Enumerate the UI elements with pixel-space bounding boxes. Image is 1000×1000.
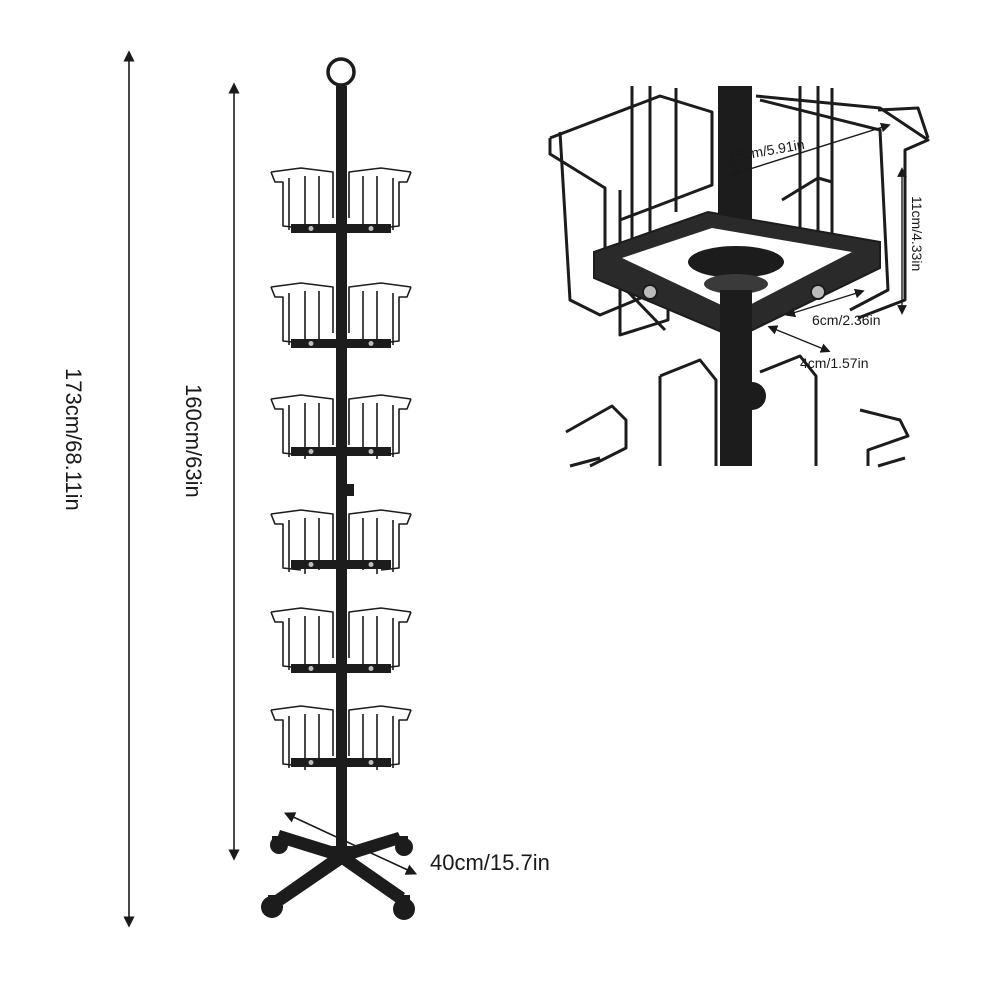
- basket-wire: [380, 171, 412, 229]
- basket-tier: [270, 282, 412, 348]
- basket-wire: [270, 398, 302, 456]
- basket-tier: [270, 509, 412, 574]
- basket-wire: [288, 291, 320, 347]
- basket-height-label: 11cm/4.33in: [909, 196, 925, 271]
- basket-tier: [270, 167, 412, 233]
- basket-tier: [270, 607, 412, 673]
- detail-pole-lower: [720, 290, 752, 466]
- basket-wire: [362, 291, 394, 347]
- base-hub: [330, 846, 352, 860]
- detail-lower-left-back: [658, 358, 718, 466]
- detail-basket-left-back: [549, 94, 714, 222]
- basket-wire: [348, 394, 412, 445]
- caster-front-right: [393, 895, 415, 920]
- basket-depth-label: 6cm/2.36in: [812, 312, 880, 328]
- tray-screw: [368, 226, 374, 231]
- tray-screw: [308, 341, 314, 346]
- tray-screw: [368, 562, 374, 567]
- pole-height-dimension: 160cm/63in: [181, 82, 240, 861]
- basket-wire: [270, 286, 302, 344]
- basket-wire: [348, 705, 412, 756]
- tray-screw: [308, 562, 314, 567]
- basket-front-label: 4cm/1.57in: [800, 355, 868, 371]
- base-width-arrow: [283, 812, 418, 875]
- tray-screw: [368, 760, 374, 765]
- basket-tray-plate: [291, 758, 391, 767]
- basket-wire: [288, 176, 320, 232]
- detail-bearing: [688, 246, 784, 278]
- detail-screw-right: [810, 284, 826, 300]
- basket-wire: [348, 167, 412, 218]
- basket-tier: [270, 394, 412, 459]
- detail-bearing-ring: [704, 274, 768, 294]
- basket-wire: [380, 611, 412, 669]
- basket-wire: [362, 616, 394, 672]
- detail-basket-right-corner: [877, 106, 930, 139]
- detail-tightening-knob: [738, 382, 766, 410]
- basket-tiers: [270, 167, 412, 770]
- basket-wire: [380, 398, 412, 456]
- basket-wire: [380, 286, 412, 344]
- total-height-dimension: 173cm/68.11in: [61, 50, 135, 928]
- basket-wire: [270, 607, 334, 658]
- tray-screw: [308, 666, 314, 671]
- tray-screw: [308, 760, 314, 765]
- caster-back-left: [270, 836, 288, 854]
- total-height-label: 173cm/68.11in: [61, 368, 86, 511]
- detail-lower-basket: [565, 354, 910, 468]
- basket-tray-plate: [291, 224, 391, 233]
- detail-lower-right-wire: [859, 408, 910, 466]
- basket-tier: [270, 705, 412, 770]
- center-pole: [336, 86, 347, 856]
- pole-height-label: 160cm/63in: [181, 384, 206, 498]
- basket-wire: [348, 509, 412, 560]
- basket-wire: [288, 616, 320, 672]
- display-stand: [261, 57, 415, 920]
- tray-screw: [368, 666, 374, 671]
- detail-lower-left-wire: [565, 404, 628, 468]
- detail-lower-edge: [569, 456, 906, 468]
- basket-tray-plate: [291, 664, 391, 673]
- tightening-knob: [344, 484, 354, 496]
- basket-wire: [270, 509, 334, 560]
- detail-basket-left-front: [558, 131, 661, 317]
- tray-screw: [368, 341, 374, 346]
- tray-screw: [308, 226, 314, 231]
- basket-front-arrow: [767, 325, 831, 353]
- basket-width-arrow: [729, 122, 891, 178]
- basket-wire: [270, 394, 334, 445]
- basket-wire: [348, 607, 412, 658]
- basket-tray-plate: [291, 339, 391, 348]
- top-ring: [326, 57, 356, 87]
- basket-tray-plate: [291, 560, 391, 569]
- basket-wire: [348, 282, 412, 333]
- detail-lower-right-back: [759, 354, 818, 466]
- basket-wire: [270, 282, 334, 333]
- basket-wire: [380, 709, 412, 767]
- basket-wire: [270, 611, 302, 669]
- tray-screw: [308, 449, 314, 454]
- basket-tray-plate: [291, 447, 391, 456]
- basket-wire: [270, 171, 302, 229]
- detail-basket-right-side: [759, 98, 890, 312]
- caster-front-left: [261, 895, 283, 918]
- base-width-dimension: 40cm/15.7in: [283, 812, 550, 875]
- basket-depth-arrow: [785, 288, 865, 318]
- detail-inset: 15cm/5.91in 11cm/4.33in 6cm/2.36in 4cm/1…: [548, 86, 930, 468]
- basket-wire: [270, 705, 334, 756]
- base-width-label: 40cm/15.7in: [430, 850, 550, 875]
- tray-screw: [368, 449, 374, 454]
- detail-basket-left-rods: [630, 86, 678, 260]
- detail-screw-left: [642, 284, 658, 300]
- basket-wire: [362, 176, 394, 232]
- basket-wire: [270, 167, 334, 218]
- basket-wire: [270, 709, 302, 767]
